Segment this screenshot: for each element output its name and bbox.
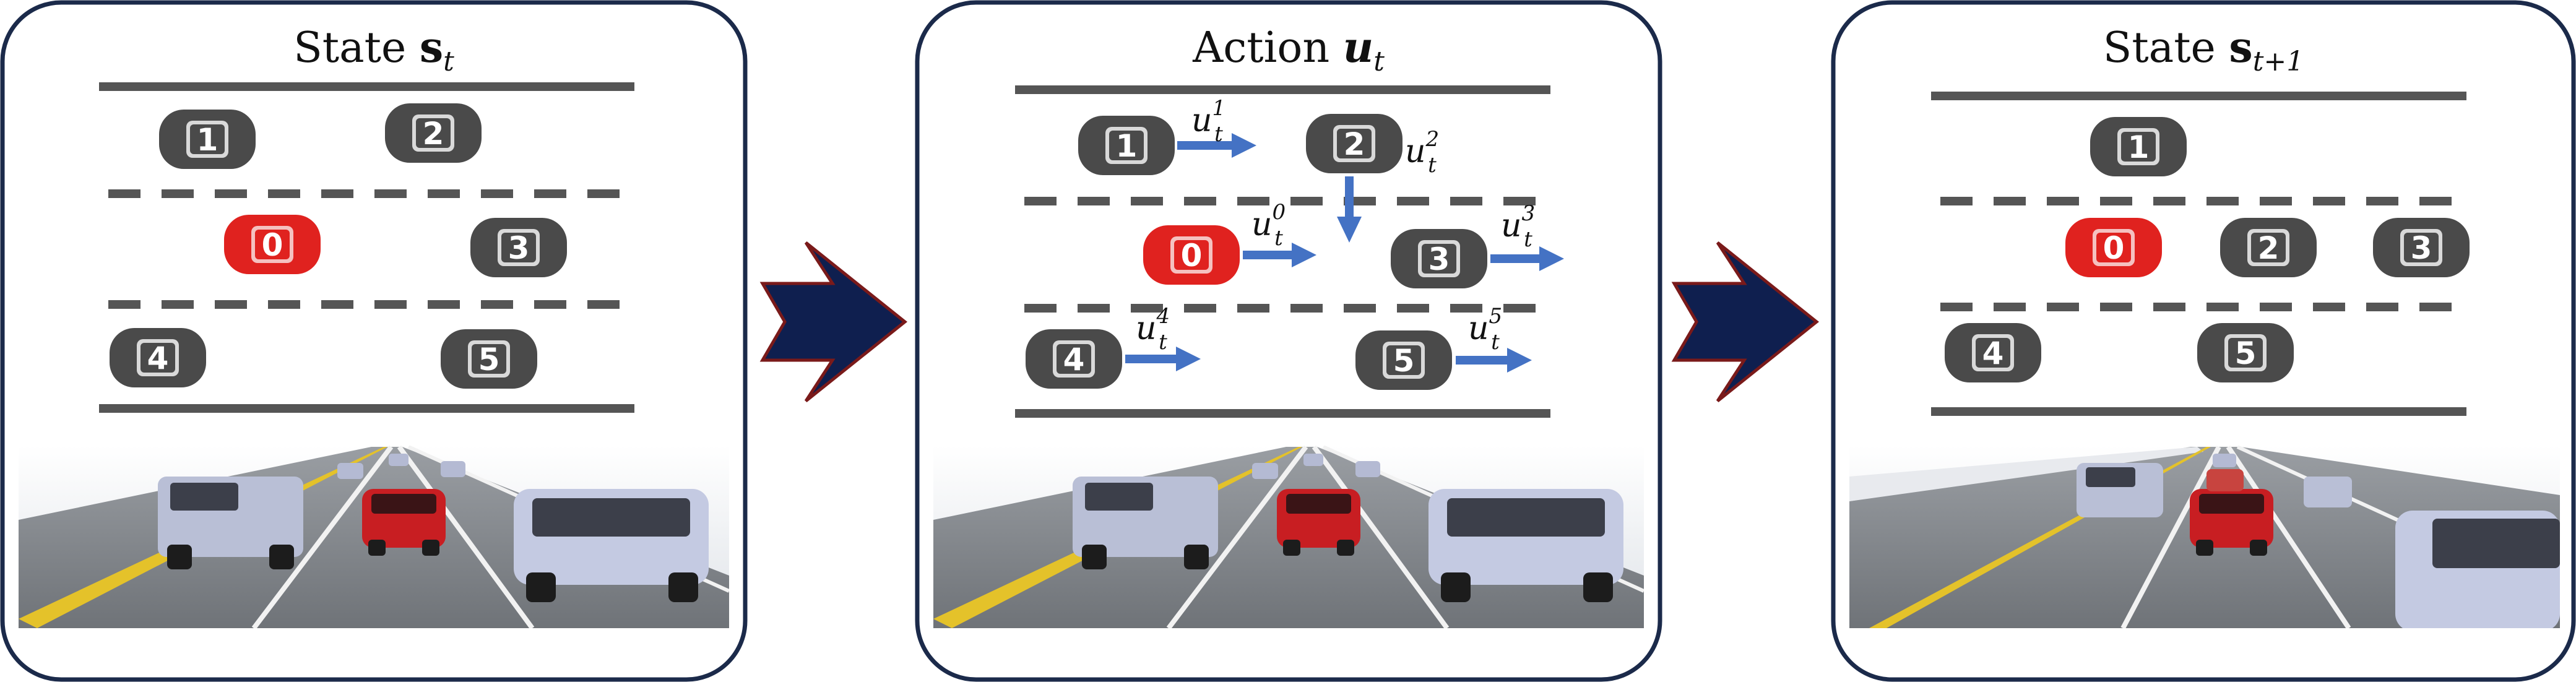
action-arrow-2 [1337, 176, 1362, 243]
car-label: 5 [2235, 335, 2257, 371]
panel-action-t: Action ut 1 2 0 3 [915, 0, 1662, 682]
car-label: 4 [1982, 335, 2004, 371]
road-scene-render [1849, 446, 2560, 628]
car-0-ego: 0 [224, 215, 321, 274]
car-1: 1 [1078, 116, 1175, 175]
car-label: 2 [2258, 230, 2280, 266]
car-2: 2 [2220, 218, 2317, 277]
car-5: 5 [1355, 330, 1452, 390]
car-label: 2 [423, 116, 444, 152]
car-5: 5 [441, 329, 537, 389]
car-label: 3 [508, 230, 530, 266]
car-label: 3 [2411, 230, 2432, 266]
car-label: 1 [1116, 128, 1138, 164]
car-3: 3 [2373, 218, 2470, 277]
car-label: 0 [2103, 230, 2125, 266]
car-label: 5 [1393, 343, 1415, 379]
car-4: 4 [1945, 323, 2041, 382]
car-0-ego: 0 [1143, 225, 1240, 285]
rendered-car-white-suv [2395, 511, 2560, 628]
car-2: 2 [1306, 114, 1403, 173]
rendered-car-red-ego [1277, 489, 1360, 556]
car-label: 0 [1181, 238, 1203, 274]
car-label: 2 [1344, 126, 1365, 162]
transition-arrow-1 [759, 241, 908, 402]
car-0-ego: 0 [2065, 218, 2162, 277]
transition-arrow-2 [1671, 241, 1820, 402]
car-label: 1 [2128, 129, 2150, 165]
panel-title: State st+1 [2103, 23, 2304, 77]
car-label: 0 [262, 227, 283, 263]
panel-state-t1: State st+1 1 0 2 3 [1831, 0, 2576, 682]
car-3: 3 [1391, 229, 1487, 288]
panel-title: State st [293, 23, 454, 77]
action-arrow-1 [1177, 133, 1256, 158]
car-1: 1 [159, 110, 256, 169]
action-arrow-3 [1490, 246, 1564, 271]
rendered-car-white-suv [1428, 489, 1623, 602]
road-scene-render [933, 446, 1644, 628]
car-2: 2 [385, 103, 482, 163]
car-label: 4 [1063, 342, 1085, 378]
action-arrow-5 [1456, 348, 1532, 373]
car-label: 5 [478, 342, 500, 378]
rendered-car-white-pickup [2077, 463, 2163, 517]
rendered-car-white-pickup [158, 477, 303, 569]
car-3: 3 [470, 218, 567, 277]
rendered-car-red-ego [362, 489, 446, 556]
road-scene-render [19, 446, 729, 628]
car-label: 4 [147, 340, 169, 376]
car-label: 1 [197, 122, 218, 158]
rendered-car-white-suv [514, 489, 709, 602]
car-label: 3 [1428, 241, 1450, 277]
car-5: 5 [2197, 323, 2294, 382]
panel-state-t: State st 1 2 0 3 [0, 0, 748, 682]
action-arrow-0 [1243, 243, 1316, 267]
action-arrow-4 [1125, 347, 1201, 371]
rendered-car-red-ego [2190, 489, 2273, 556]
panel-title: Action ut [1192, 23, 1385, 77]
car-1: 1 [2090, 117, 2187, 176]
rendered-car-white-pickup [1073, 477, 1218, 569]
car-4: 4 [1026, 329, 1122, 389]
car-4: 4 [110, 328, 206, 387]
